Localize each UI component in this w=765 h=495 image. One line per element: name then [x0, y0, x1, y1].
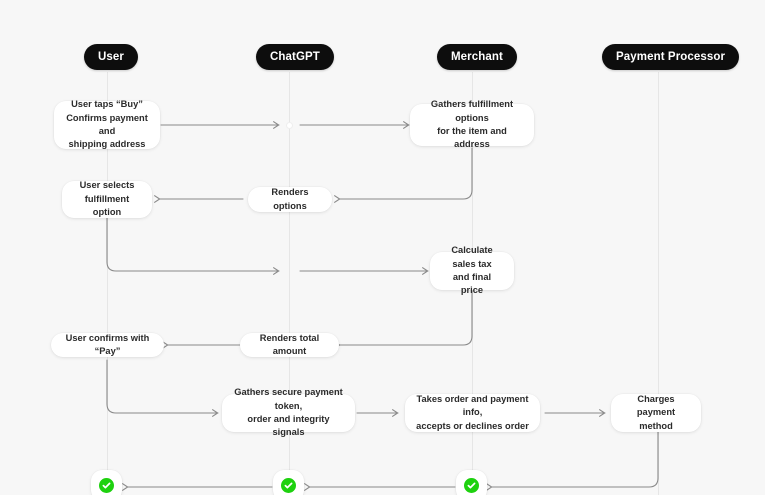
step-renders-options[interactable]: Renders options [248, 187, 332, 212]
status-node-user[interactable] [91, 470, 122, 495]
step-user-taps-buy-label: User taps “Buy” Confirms payment and shi… [66, 99, 148, 150]
step-gathers-token-label: Gathers secure payment token, order and … [234, 387, 343, 438]
check-circle-icon [99, 478, 114, 493]
step-renders-options-label: Renders options [271, 187, 309, 211]
lane-line-user [107, 72, 108, 495]
step-user-confirms-pay[interactable]: User confirms with “Pay” [51, 333, 164, 357]
step-calculate-tax-label: Calculate sales tax and final price [451, 245, 493, 296]
step-renders-total[interactable]: Renders total amount [240, 333, 339, 357]
lane-pill-user[interactable]: User [84, 44, 138, 70]
check-circle-icon [281, 478, 296, 493]
step-charges-payment-label: Charges payment method [636, 393, 676, 431]
step-gathers-fulfillment-label: Gathers fulfillment options for the item… [430, 99, 514, 150]
step-gathers-token[interactable]: Gathers secure payment token, order and … [222, 387, 355, 437]
lane-pill-merchant[interactable]: Merchant [437, 44, 517, 70]
lane-line-payment-processor [658, 72, 659, 495]
step-user-selects[interactable]: User selects fulfillment option [62, 180, 152, 218]
step-user-confirms-pay-label: User confirms with “Pay” [65, 332, 150, 356]
step-takes-order[interactable]: Takes order and payment info, accepts or… [405, 394, 540, 432]
lane-pill-payment-processor[interactable]: Payment Processor [602, 44, 740, 70]
lane-pill-merchant-label: Merchant [451, 51, 503, 63]
step-user-selects-label: User selects fulfillment option [79, 180, 135, 218]
step-calculate-tax[interactable]: Calculate sales tax and final price [430, 245, 514, 295]
step-user-taps-buy[interactable]: User taps “Buy” Confirms payment and shi… [54, 99, 160, 150]
lane-line-chatgpt [289, 72, 290, 495]
step-charges-payment[interactable]: Charges payment method [611, 394, 701, 432]
lane-junction-dot-chatgpt [287, 123, 292, 128]
lane-pill-chatgpt[interactable]: ChatGPT [256, 44, 334, 70]
step-renders-total-label: Renders total amount [259, 332, 320, 356]
lane-pill-user-label: User [98, 51, 124, 63]
step-takes-order-label: Takes order and payment info, accepts or… [416, 393, 529, 431]
check-circle-icon [464, 478, 479, 493]
status-node-chatgpt[interactable] [273, 470, 304, 495]
lane-pill-payment-processor-label: Payment Processor [616, 51, 726, 63]
lane-pill-chatgpt-label: ChatGPT [270, 51, 320, 63]
status-node-merchant[interactable] [456, 470, 487, 495]
step-gathers-fulfillment[interactable]: Gathers fulfillment options for the item… [410, 99, 534, 149]
